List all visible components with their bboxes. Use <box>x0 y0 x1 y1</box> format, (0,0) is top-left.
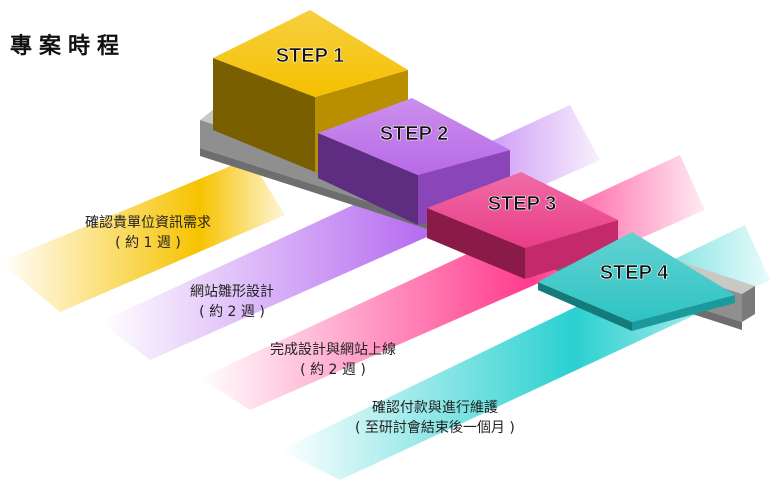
step-2-task: 網站雛形設計 <box>190 284 274 300</box>
step-2-label: STEP 2 <box>380 123 449 145</box>
step-1-description: 確認貴單位資訊需求 ( 約 1 週 ) <box>85 213 211 253</box>
step-4-label: STEP 4 <box>600 262 669 284</box>
step-2-description: 網站雛形設計 ( 約 2 週 ) <box>190 282 274 322</box>
step-3-label: STEP 3 <box>488 193 557 215</box>
step-3-task: 完成設計與網站上線 <box>270 342 396 358</box>
step-4-description: 確認付款與進行維護 ( 至研討會結束後一個月 ) <box>355 398 515 438</box>
step-3-block <box>427 172 618 279</box>
band-step-1 <box>0 158 285 312</box>
step-4-block <box>538 232 735 331</box>
platform-side <box>742 286 755 322</box>
step-1-task: 確認貴單位資訊需求 <box>85 215 211 231</box>
step-1-label: STEP 1 <box>276 45 345 67</box>
step-2-duration: ( 約 2 週 ) <box>199 304 265 320</box>
step-4-task: 確認付款與進行維護 <box>371 400 498 416</box>
step-4-duration: ( 至研討會結束後一個月 ) <box>355 420 515 436</box>
page-title: 專案時程 <box>10 34 127 59</box>
step-3-description: 完成設計與網站上線 ( 約 2 週 ) <box>270 340 396 380</box>
step-1-duration: ( 約 1 週 ) <box>115 235 181 251</box>
step-3-duration: ( 約 2 週 ) <box>300 362 366 378</box>
